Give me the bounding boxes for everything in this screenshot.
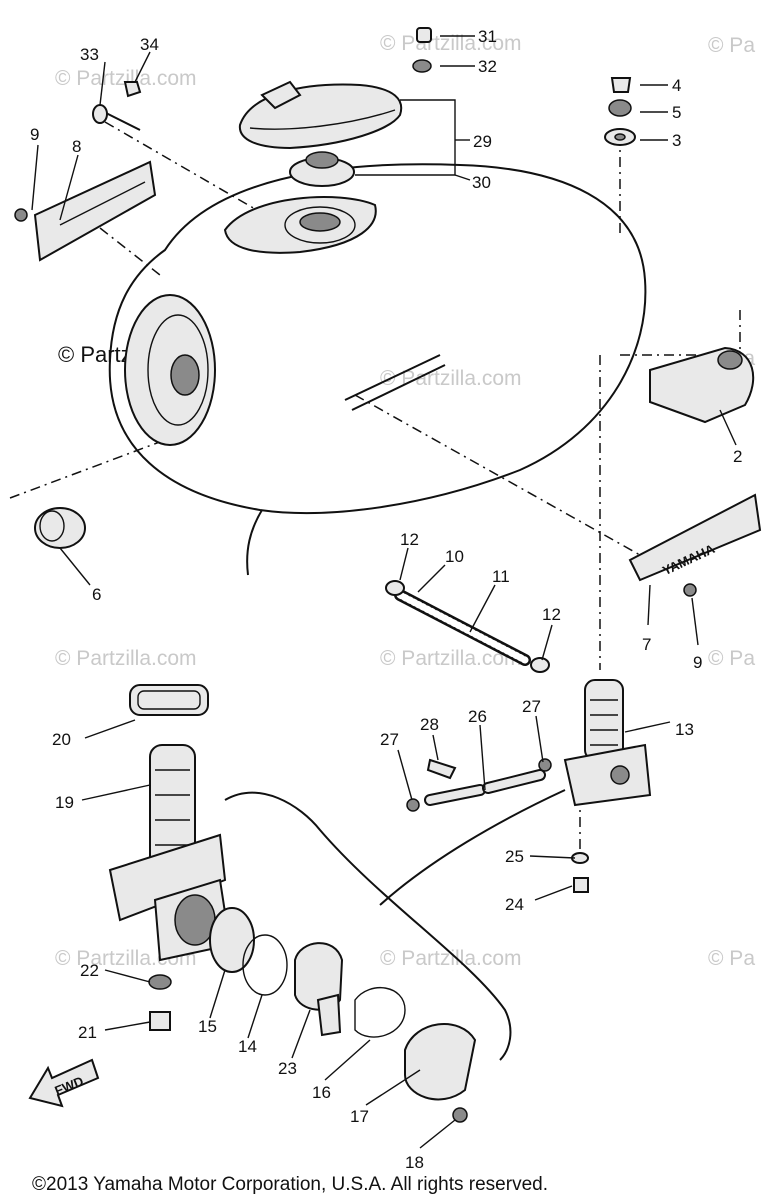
callout-33: 33 <box>80 45 99 64</box>
fuel-cap <box>238 80 403 187</box>
watermarks: © Partzilla.com © Partzilla.com © Pa © P… <box>55 32 755 970</box>
copyright-footer: ©2013 Yamaha Motor Corporation, U.S.A. A… <box>32 1174 548 1195</box>
watermark: © Partzilla.com <box>380 647 522 670</box>
cap-latch <box>260 80 302 110</box>
callout-11: 11 <box>492 567 510 586</box>
cock-internals <box>209 907 477 1123</box>
callout-20: 20 <box>52 730 71 749</box>
callout-3: 3 <box>672 131 681 150</box>
watermark: © Pa <box>708 947 755 970</box>
fuel-pipes <box>406 758 552 812</box>
callout-14: 14 <box>238 1037 257 1056</box>
leader-lines <box>31 35 737 1149</box>
callout-12: 12 <box>400 530 419 549</box>
callout-22: 22 <box>80 961 99 980</box>
fuel-cock-right <box>563 679 652 893</box>
fuel-hose <box>385 580 550 673</box>
callout-31: 31 <box>478 27 497 46</box>
fuel-tank <box>108 163 647 576</box>
watermark: © Pa <box>708 34 755 57</box>
callout-7: 7 <box>642 635 651 654</box>
fwd-arrow: FWD <box>28 1058 100 1108</box>
fuel-cock-left <box>108 684 232 1031</box>
callout-24: 24 <box>505 895 524 914</box>
mount-nut <box>123 81 142 98</box>
callout-16: 16 <box>312 1083 331 1102</box>
rear-mount-hardware <box>604 77 636 146</box>
callout-10: 10 <box>445 547 464 566</box>
callout-8: 8 <box>72 137 81 156</box>
callout-17: 17 <box>350 1107 369 1126</box>
callout-2: 2 <box>733 447 742 466</box>
callout-12: 12 <box>542 605 561 624</box>
tank-emblem: YAMAHA <box>628 493 762 597</box>
callout-23: 23 <box>278 1059 297 1078</box>
watermark: © Partzilla.com <box>380 367 522 390</box>
watermark: © Partzilla.com <box>380 32 522 55</box>
watermark: © Partzilla.com <box>380 947 522 970</box>
callout-21: 21 <box>78 1023 97 1042</box>
rear-mount-pad <box>649 346 755 424</box>
callout-27: 27 <box>380 730 399 749</box>
front-cushion <box>34 507 86 549</box>
inset-outline <box>224 789 566 1061</box>
callout-6: 6 <box>92 585 101 604</box>
callout-18: 18 <box>405 1153 424 1172</box>
cap-bolt <box>412 27 432 73</box>
watermark: © Partzilla.com <box>55 647 197 670</box>
callout-28: 28 <box>420 715 439 734</box>
callout-5: 5 <box>672 103 681 122</box>
assembly-lines <box>9 121 741 850</box>
watermark: © Partzilla.com <box>55 67 197 90</box>
callout-34: 34 <box>140 35 159 54</box>
callout-13: 13 <box>675 720 694 739</box>
callout-4: 4 <box>672 76 681 95</box>
tank-bracket <box>14 160 157 262</box>
callout-30: 30 <box>472 173 491 192</box>
callout-26: 26 <box>468 707 487 726</box>
callout-19: 19 <box>55 793 74 812</box>
callouts: 31 32 33 34 9 8 29 30 4 5 3 2 6 7 9 12 1… <box>30 27 742 1172</box>
callout-27: 27 <box>522 697 541 716</box>
callout-32: 32 <box>478 57 497 76</box>
callout-25: 25 <box>505 847 524 866</box>
tank-side-emblem <box>124 294 216 446</box>
watermark: © Pa <box>708 647 755 670</box>
callout-15: 15 <box>198 1017 217 1036</box>
callout-9: 9 <box>30 125 39 144</box>
callout-9: 9 <box>693 653 702 672</box>
callout-29: 29 <box>473 132 492 151</box>
